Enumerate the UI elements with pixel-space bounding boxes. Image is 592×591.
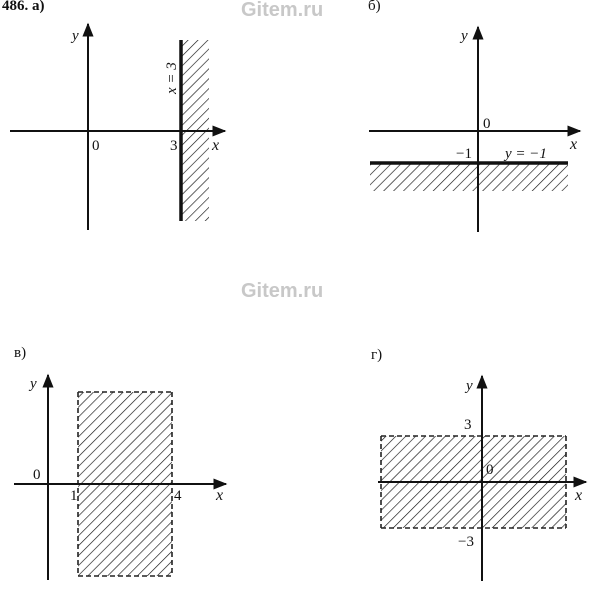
panel-b: б) y x 0 −1 y = −1 [368,0,582,232]
panel-b-origin-label: 0 [483,116,491,132]
panel-d: г) y x 0 3 −3 [371,347,588,581]
panel-c-tick-4: 4 [174,488,182,504]
panel-b-y-label: y [459,28,468,44]
panel-d-y-label: y [464,378,473,394]
panel-d-label: г) [371,347,382,363]
watermark-middle: Gitem.ru [241,280,323,302]
panel-b-tick-minus-1: −1 [456,146,472,162]
panel-a-tick-3: 3 [170,138,178,154]
panel-b-boundary-label: y = −1 [503,146,547,162]
panel-a-x-label: x [211,137,219,154]
panel-b-x-label: x [569,136,577,153]
panel-a-y-label: y [70,28,79,44]
watermark-top: Gitem.ru [241,0,323,21]
panel-d-tick-3: 3 [464,417,472,433]
panel-d-x-label: x [574,487,582,504]
problem-label: 486. а) [2,0,45,14]
panel-c: в) y x 0 1 4 [14,345,228,580]
panel-d-tick-minus-3: −3 [458,534,474,550]
panel-a: y x 0 3 x = 3 [10,22,227,230]
panel-a-origin-label: 0 [92,138,100,154]
panel-b-label: б) [368,0,381,14]
panel-c-origin-label: 0 [33,467,41,483]
panel-a-boundary-label: x = 3 [164,62,180,95]
panel-c-y-label: y [28,376,37,392]
panel-c-x-label: x [215,487,223,504]
panel-b-shaded-region [370,163,568,191]
panel-c-tick-1: 1 [70,488,78,504]
panel-d-origin-label: 0 [486,462,494,478]
panel-c-label: в) [14,345,26,361]
